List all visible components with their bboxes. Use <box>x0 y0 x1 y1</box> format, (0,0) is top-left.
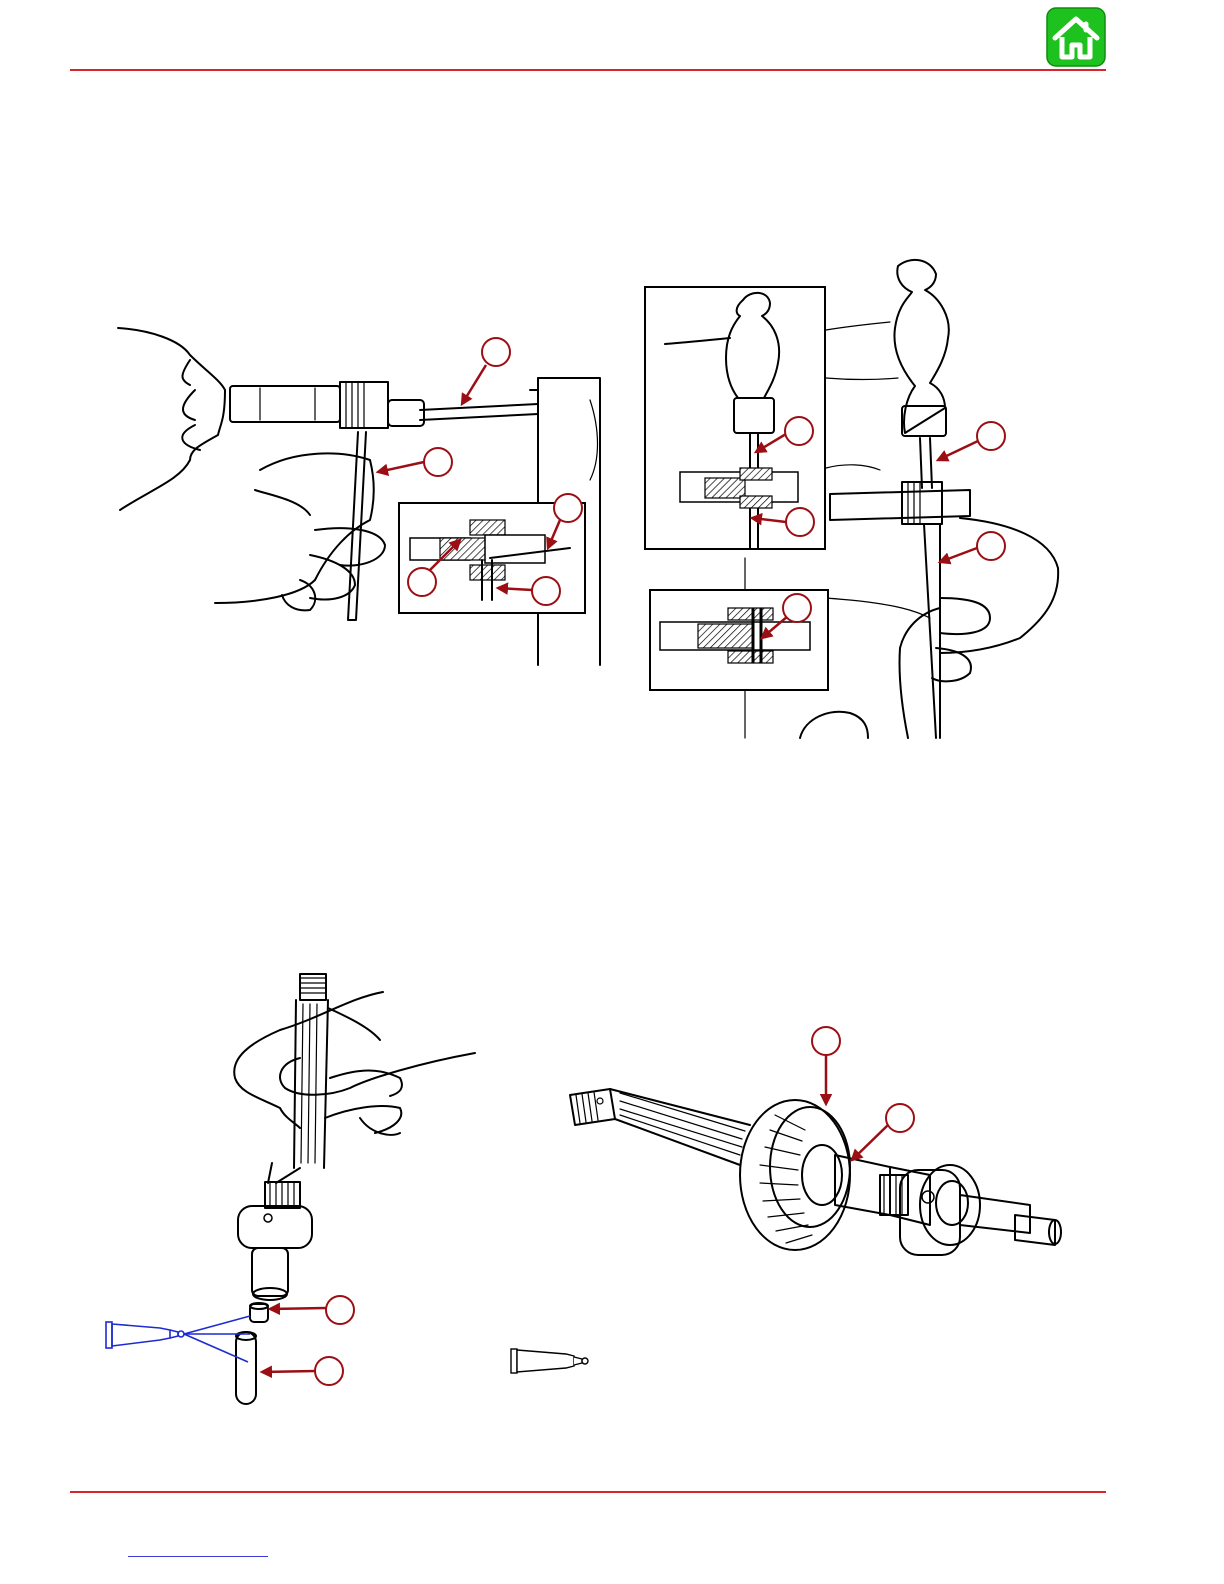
callout-marker <box>378 448 452 476</box>
callout-marker <box>940 532 1005 562</box>
callout-marker <box>270 1296 354 1324</box>
callout-marker <box>752 508 814 536</box>
callout-marker <box>408 540 460 596</box>
footer-link[interactable] <box>128 1556 268 1557</box>
callout-marker <box>852 1104 914 1160</box>
callout-marker <box>756 417 813 452</box>
callout-marker <box>548 494 582 548</box>
footer-rule <box>70 1491 1106 1493</box>
callout-marker <box>462 338 510 404</box>
callout-marker <box>762 594 811 638</box>
callout-marker <box>938 422 1005 460</box>
callout-marker <box>812 1027 840 1104</box>
callout-marker <box>262 1357 343 1385</box>
callout-marker <box>498 577 560 605</box>
